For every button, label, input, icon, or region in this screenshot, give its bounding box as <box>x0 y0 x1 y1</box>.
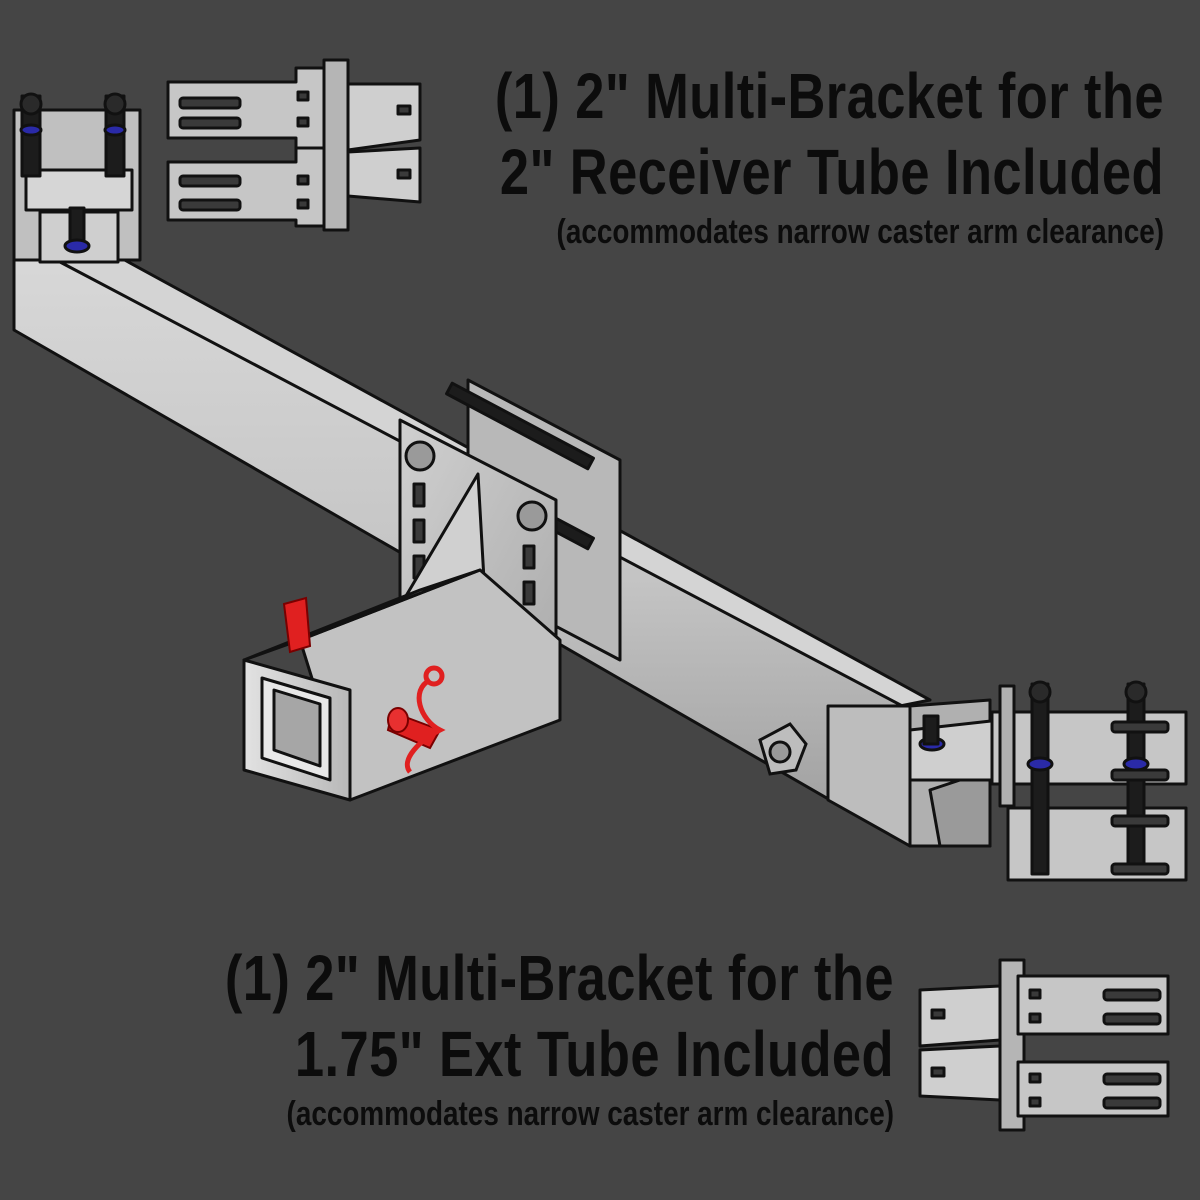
caption-top-line2: 2" Receiver Tube Included <box>499 136 1164 208</box>
caption-bottom-line2: 1.75" Ext Tube Included <box>294 1018 894 1090</box>
left-end-clamp <box>12 92 142 264</box>
right-end-clamp <box>908 680 1188 882</box>
caption-175in-ext-bracket: (1) 2" Multi-Bracket for the 1.75" Ext T… <box>78 940 894 1136</box>
multi-bracket-175in-ext-illustration <box>918 958 1170 1132</box>
multi-bracket-2in-receiver-illustration <box>166 58 422 232</box>
caption-2in-receiver-bracket: (1) 2" Multi-Bracket for the 2" Receiver… <box>348 58 1164 254</box>
caption-bottom-note: (accommodates narrow caster arm clearanc… <box>286 1095 894 1133</box>
caption-top-line1: (1) 2" Multi-Bracket for the <box>494 60 1164 132</box>
caption-top-note: (accommodates narrow caster arm clearanc… <box>556 213 1164 251</box>
caption-bottom-line1: (1) 2" Multi-Bracket for the <box>224 942 894 1014</box>
hitch-pin-and-clip <box>282 596 446 774</box>
crossbar-adjustment-bolt <box>758 722 808 776</box>
